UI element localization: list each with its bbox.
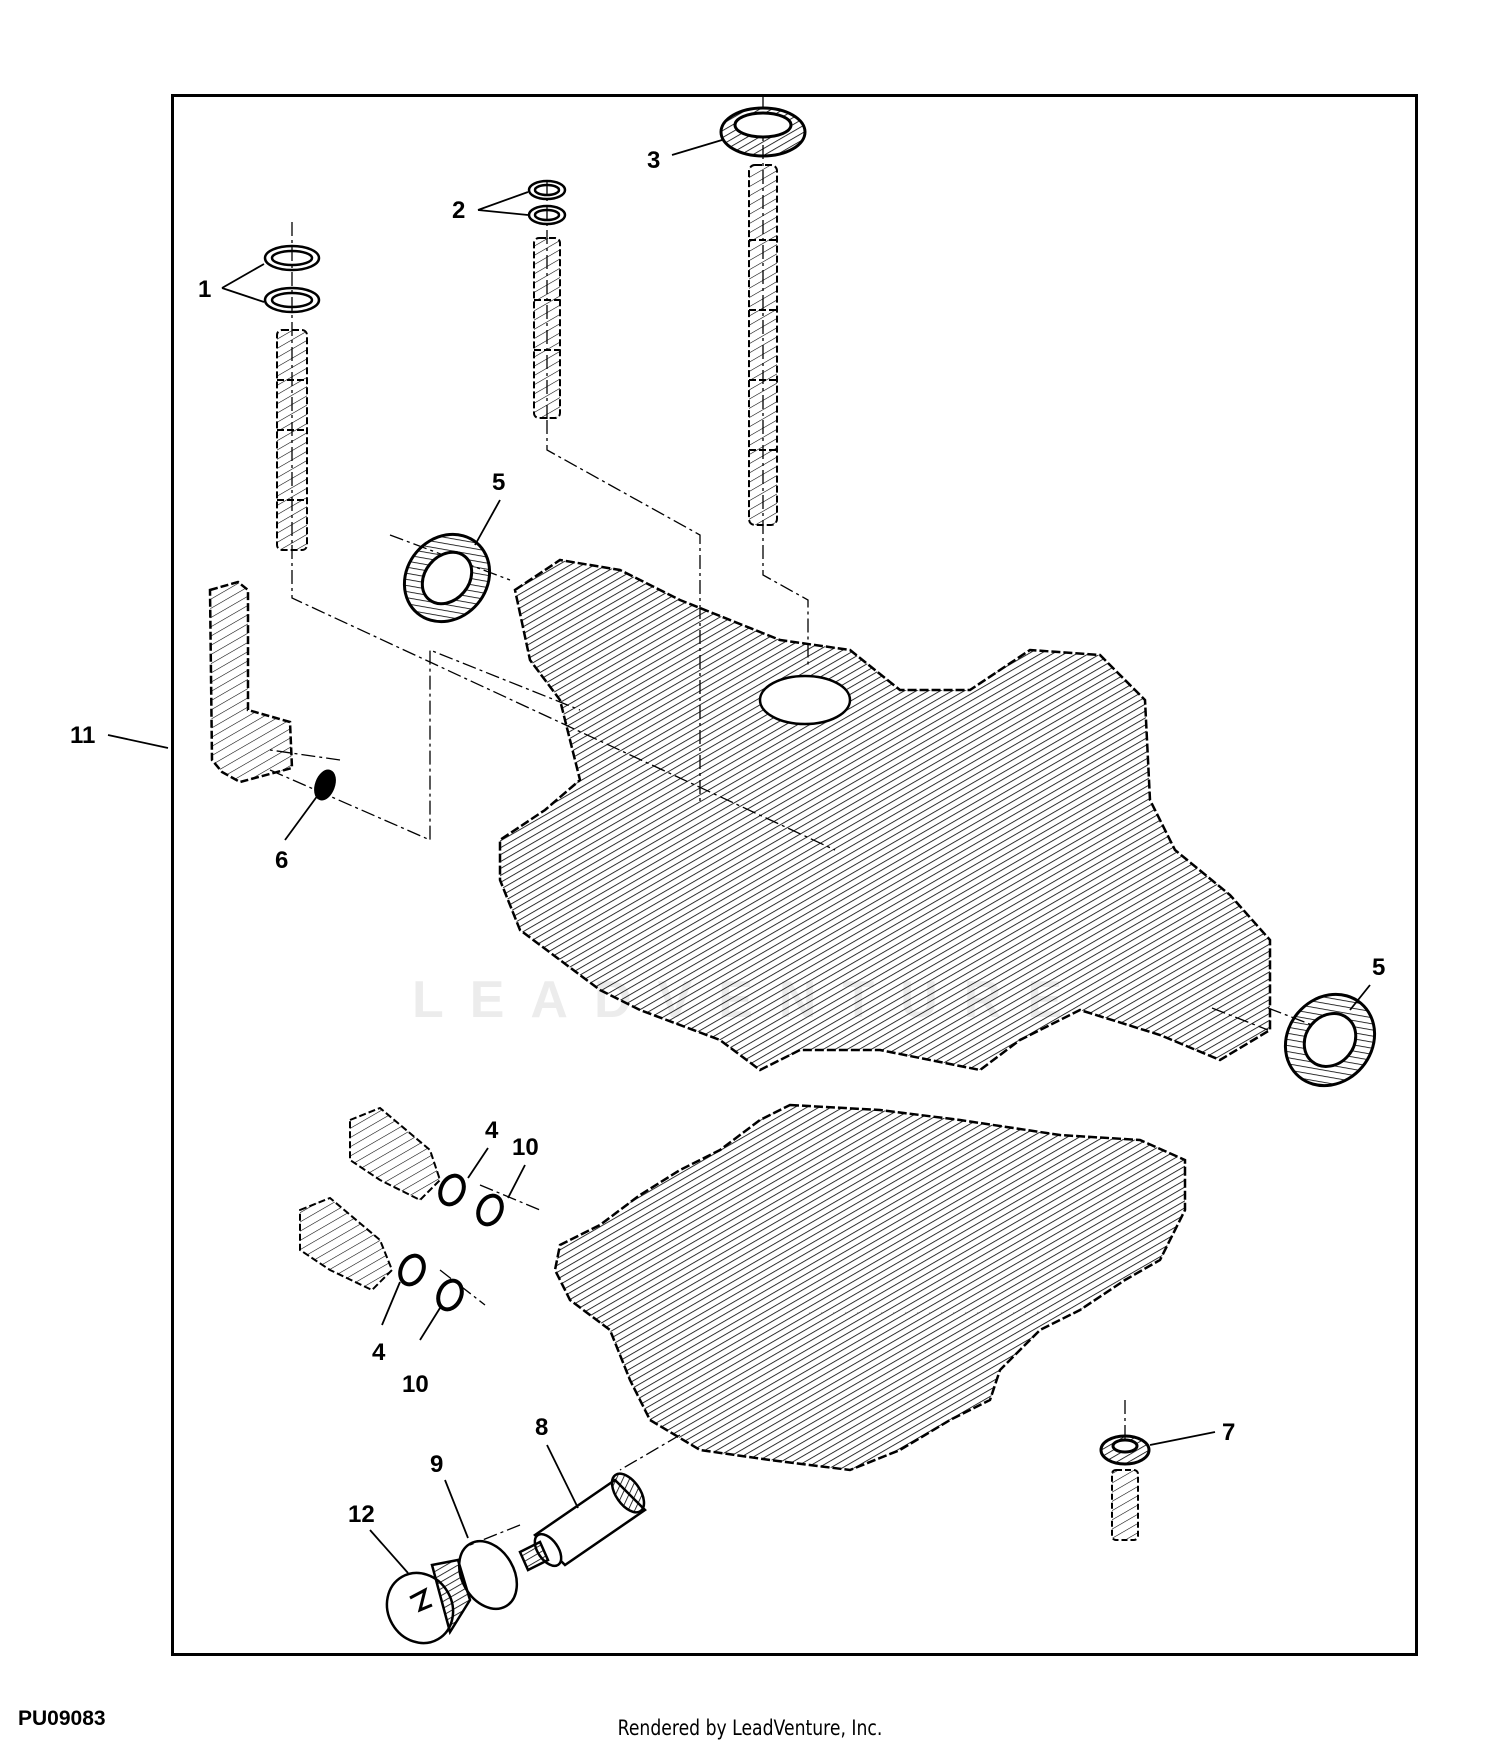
part-4-ring-lower — [398, 1253, 426, 1287]
callout-4-upper: 4 — [485, 1117, 499, 1144]
callout-4-lower: 4 — [372, 1339, 386, 1366]
callout-8: 8 — [535, 1414, 548, 1441]
fitting-lower — [299, 1196, 394, 1292]
callout-12: 12 — [348, 1501, 375, 1528]
part-5-lower-seal — [1283, 992, 1377, 1088]
part-2-orings — [527, 179, 567, 226]
part-10-ring-upper — [476, 1193, 504, 1227]
figure-id: PU09083 — [18, 1707, 106, 1730]
lower-housing — [553, 1103, 1187, 1472]
callout-1: 1 — [198, 276, 211, 303]
part-7-seal — [1099, 1434, 1151, 1466]
diagram-frame — [171, 94, 1418, 1656]
part-1-shaft — [276, 329, 308, 551]
callout-10-lower: 10 — [402, 1371, 429, 1398]
part-7-stud — [1111, 1469, 1139, 1541]
part-8-filter — [518, 1472, 647, 1572]
part-12-plug — [385, 1558, 472, 1645]
callout-7: 7 — [1222, 1419, 1235, 1446]
callout-9: 9 — [430, 1451, 443, 1478]
fitting-upper — [349, 1106, 442, 1202]
callout-3: 3 — [647, 147, 660, 174]
part-3-bearing — [719, 106, 807, 158]
part-5-upper-seal — [402, 532, 492, 624]
part-3-shaft — [748, 164, 778, 526]
callout-6: 6 — [275, 847, 288, 874]
callout-11: 11 — [70, 722, 95, 749]
callout-2: 2 — [452, 197, 465, 224]
part-4-ring-upper — [438, 1173, 466, 1207]
part-11-bracket — [208, 580, 294, 784]
part-10-ring-lower — [436, 1278, 464, 1312]
part-2-shaft — [533, 237, 561, 419]
part-1-orings — [263, 244, 321, 314]
callout-labels: 1 2 3 5 11 6 5 4 10 4 10 8 9 12 7 — [70, 147, 1385, 1528]
part-6-ring — [314, 769, 336, 801]
callout-10-upper: 10 — [512, 1134, 539, 1161]
callout-5-lower: 5 — [1372, 954, 1385, 981]
callout-5-upper: 5 — [492, 469, 505, 496]
render-credit: Rendered by LeadVenture, Inc. — [617, 1716, 883, 1740]
leader-lines — [107, 139, 1371, 1574]
upper-housing — [498, 558, 1272, 1072]
